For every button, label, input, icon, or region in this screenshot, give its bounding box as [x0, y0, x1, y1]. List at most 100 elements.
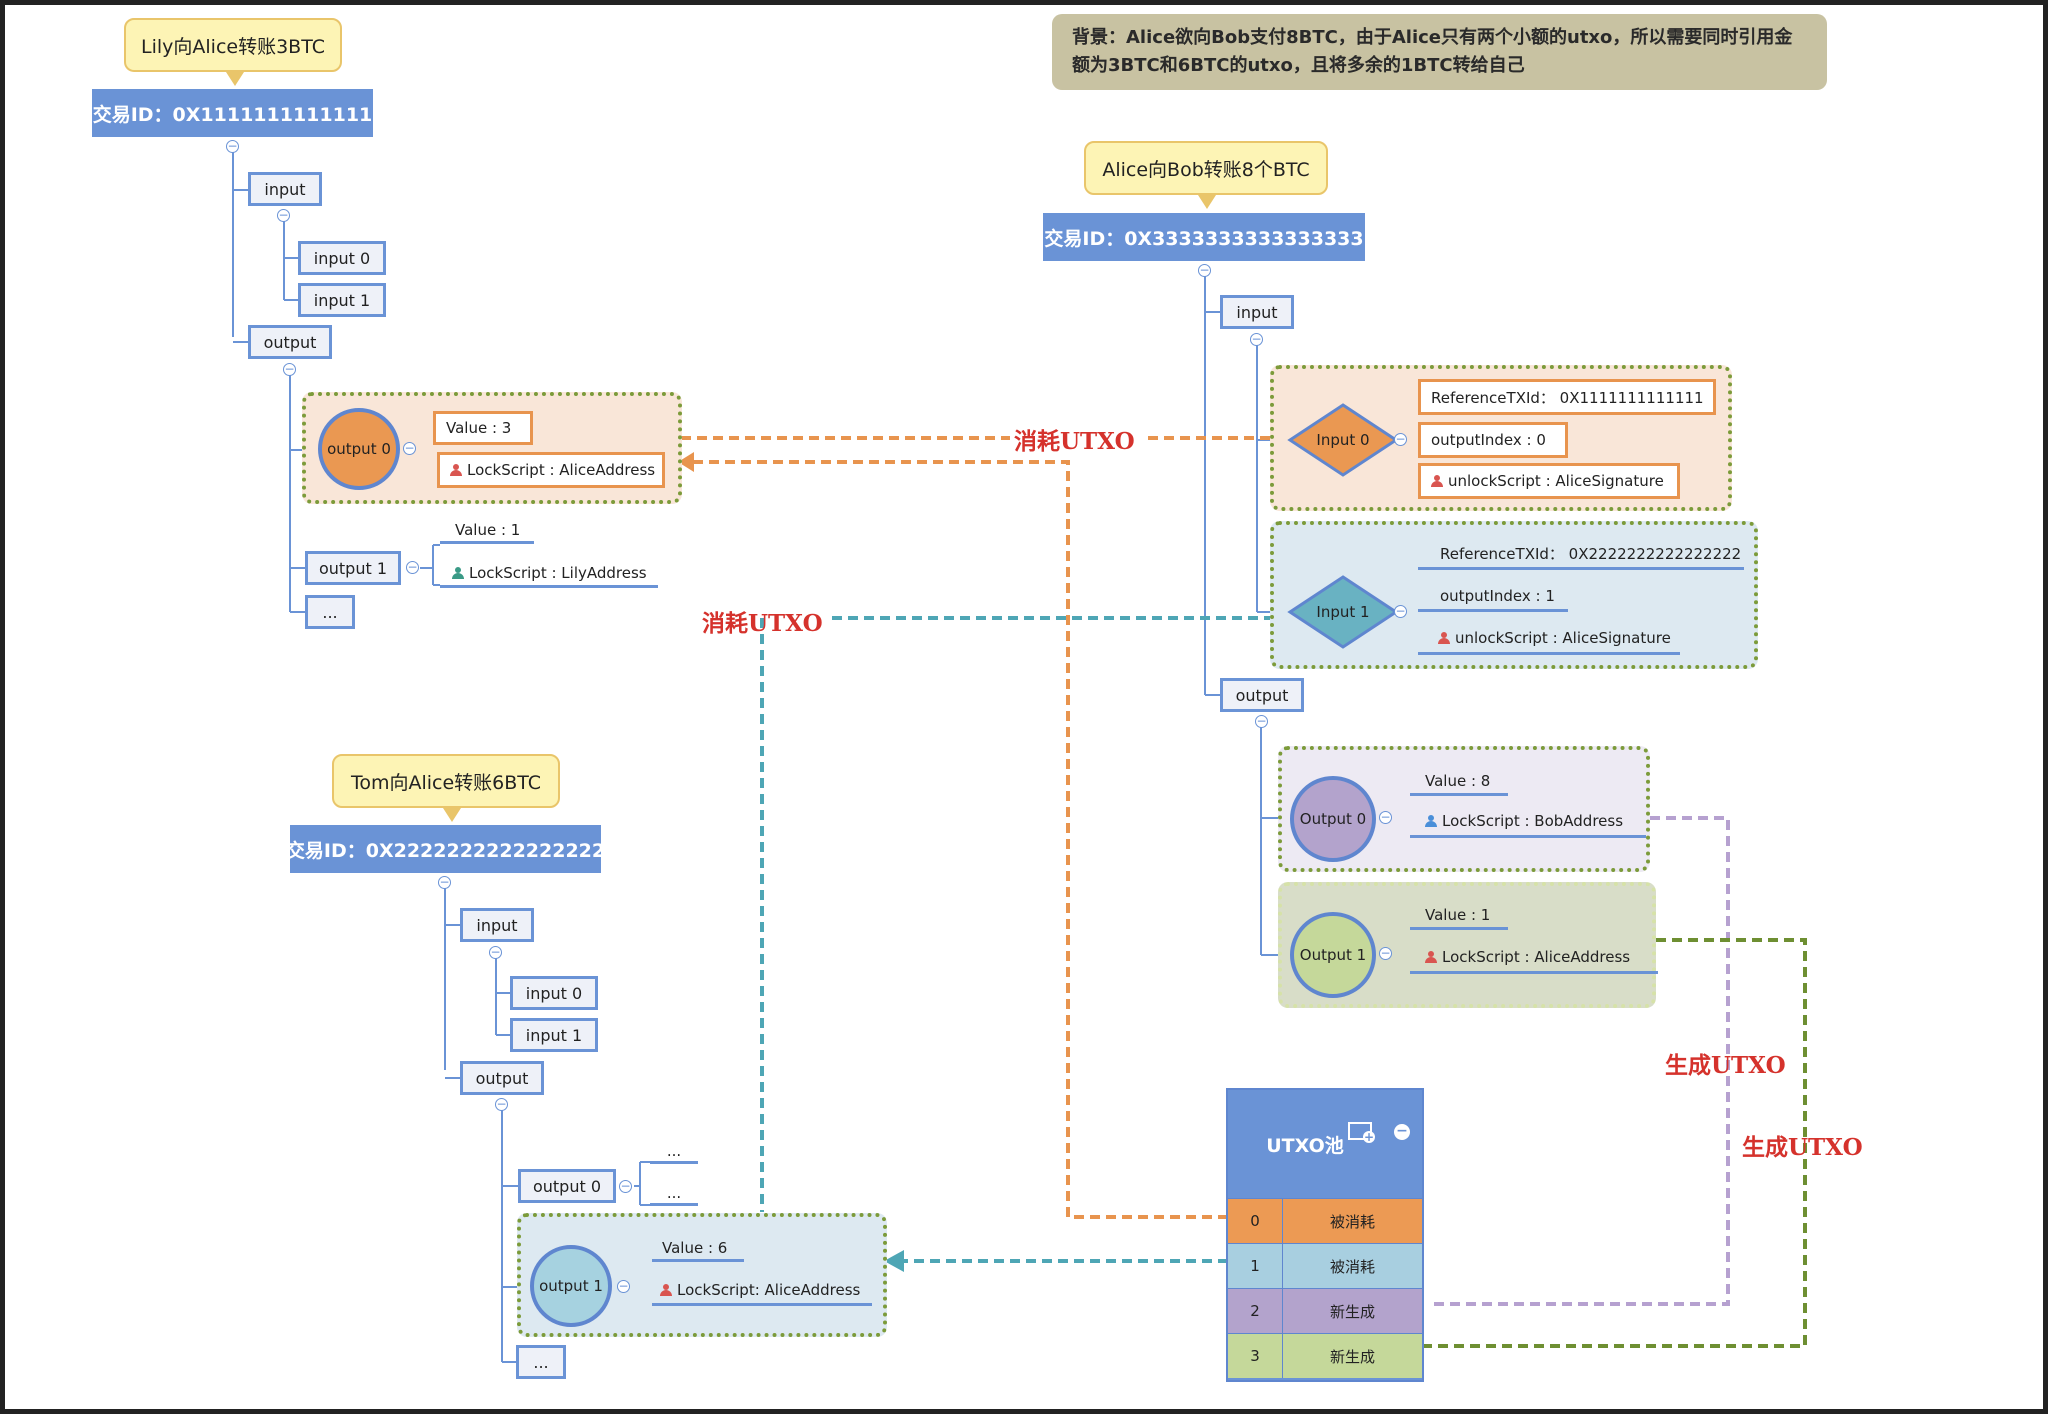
- utxo-row-status: 新生成: [1329, 1347, 1375, 1366]
- utxo-pool-row[interactable]: 2 新生成: [1228, 1288, 1422, 1333]
- utxo-row-index: 2: [1228, 1289, 1283, 1333]
- tx1-input-node[interactable]: input: [248, 172, 322, 206]
- tx3-input1-label: Input 1: [1316, 603, 1370, 621]
- user-icon: [660, 1283, 672, 1296]
- tx3-id: 交易ID：0X3333333333333333: [1043, 213, 1365, 261]
- tx3-output0-circle[interactable]: Output 0: [1290, 776, 1376, 862]
- utxo-row-index: 0: [1228, 1199, 1283, 1243]
- tx3-output1-value: Value : 1: [1410, 902, 1508, 930]
- tx2-output1-circle[interactable]: output 1: [530, 1245, 612, 1327]
- utxo-pool-row[interactable]: 0 被消耗: [1228, 1198, 1422, 1243]
- collapse-icon[interactable]: −: [438, 875, 451, 889]
- collapse-icon[interactable]: −: [277, 208, 290, 222]
- tx1-callout: Lily向Alice转账3BTC: [124, 18, 342, 72]
- tx1-input1-node[interactable]: input 1: [298, 283, 386, 317]
- user-icon: [450, 464, 462, 476]
- background-note: 背景：Alice欲向Bob支付8BTC，由于Alice只有两个小额的utxo，所…: [1052, 14, 1827, 90]
- tx2-output-node[interactable]: output: [460, 1061, 544, 1095]
- tx1-id: 交易ID：0X1111111111111: [92, 89, 373, 137]
- collapse-icon[interactable]: −: [617, 1279, 630, 1293]
- tx3-input1-unlock: unlockScript : AliceSignature: [1418, 623, 1680, 655]
- utxo-row-index: 1: [1228, 1244, 1283, 1288]
- user-icon: [1425, 814, 1437, 827]
- tx3-output1-lock-text: LockScript : AliceAddress: [1442, 947, 1631, 966]
- utxo-pool-title: UTXO池: [1266, 1134, 1344, 1157]
- tx2-output0-sub1: ...: [650, 1140, 698, 1164]
- tx2-input1-node[interactable]: input 1: [510, 1018, 598, 1052]
- tx3-input0-unlock: unlockScript : AliceSignature: [1418, 463, 1680, 499]
- tx3-input1-diamond[interactable]: [1287, 574, 1399, 650]
- utxo-row-status: 被消耗: [1329, 1257, 1375, 1276]
- collapse-icon[interactable]: −: [1379, 946, 1392, 960]
- tx3-output0-lockscript: LockScript : BobAddress: [1410, 806, 1646, 838]
- tx3-input0-index: outputIndex : 0: [1418, 422, 1568, 458]
- collapse-icon[interactable]: −: [403, 441, 416, 455]
- tx2-output1-value: Value : 6: [652, 1236, 744, 1262]
- tx3-output1-lockscript: LockScript : AliceAddress: [1410, 942, 1658, 974]
- collapse-icon[interactable]: −: [1255, 714, 1268, 728]
- tx2-output1-lockscript: LockScript: AliceAddress: [652, 1276, 872, 1306]
- tx1-output1-lockscript: LockScript : LilyAddress: [440, 560, 658, 588]
- tx1-callout-tail: [226, 72, 244, 86]
- tx2-output0-node[interactable]: output 0: [518, 1169, 616, 1203]
- tx1-output1-lock-text: LockScript : LilyAddress: [469, 563, 647, 582]
- tx3-callout-tail: [1198, 195, 1216, 209]
- tx1-output-node[interactable]: output: [248, 325, 332, 359]
- collapse-icon[interactable]: −: [1394, 604, 1407, 618]
- tx3-input0-diamond[interactable]: [1287, 402, 1399, 478]
- tx2-output1-lock-text: LockScript: AliceAddress: [677, 1280, 861, 1299]
- tx1-output1-value: Value : 1: [440, 518, 534, 544]
- tx2-input0-node[interactable]: input 0: [510, 976, 598, 1010]
- consume-utxo-label-2: 消耗UTXO: [702, 610, 823, 637]
- user-icon: [452, 566, 464, 579]
- collapse-icon[interactable]: −: [1394, 432, 1407, 446]
- tx3-input0-label: Input 0: [1316, 431, 1370, 449]
- tx3-input1-index: outputIndex : 1: [1418, 582, 1568, 612]
- utxo-pool-table: UTXO池 + − 0 被消耗 1 被消耗 2 新生成 3 新生成: [1226, 1088, 1424, 1382]
- tx1-output0-lockscript: LockScript : AliceAddress: [437, 452, 665, 488]
- utxo-pool-row[interactable]: 3 新生成: [1228, 1333, 1422, 1378]
- tx3-callout: Alice向Bob转账8个BTC: [1084, 141, 1328, 195]
- utxo-pool-row[interactable]: 1 被消耗: [1228, 1243, 1422, 1288]
- collapse-icon[interactable]: −: [226, 139, 239, 153]
- tx3-output1-circle[interactable]: Output 1: [1290, 912, 1376, 998]
- tx2-input-node[interactable]: input: [460, 908, 534, 942]
- consume-utxo-label-1: 消耗UTXO: [1014, 428, 1135, 455]
- utxo-row-status: 被消耗: [1329, 1212, 1375, 1231]
- tx1-output0-lock-text: LockScript : AliceAddress: [467, 461, 656, 479]
- generate-utxo-label-1: 生成UTXO: [1665, 1052, 1786, 1079]
- collapse-icon[interactable]: −: [619, 1179, 632, 1193]
- collapse-icon[interactable]: −: [1379, 810, 1392, 824]
- tx3-input1-ref: ReferenceTXId： 0X2222222222222222: [1418, 540, 1744, 570]
- tx1-more-node[interactable]: ...: [305, 595, 355, 629]
- tx1-output1-node[interactable]: output 1: [305, 551, 401, 585]
- tx3-output0-lock-text: LockScript : BobAddress: [1442, 811, 1624, 830]
- utxo-row-status: 新生成: [1329, 1302, 1375, 1321]
- tx2-more-node[interactable]: ...: [516, 1345, 566, 1379]
- utxo-row-index: 3: [1228, 1334, 1283, 1378]
- collapse-icon[interactable]: −: [283, 362, 296, 376]
- tx3-input1-unlock-text: unlockScript : AliceSignature: [1455, 628, 1671, 647]
- generate-utxo-label-2: 生成UTXO: [1742, 1134, 1863, 1161]
- add-table-icon[interactable]: +: [1348, 1122, 1375, 1143]
- collapse-icon[interactable]: −: [489, 945, 502, 959]
- collapse-icon[interactable]: −: [495, 1097, 508, 1111]
- tx3-input-node[interactable]: input: [1220, 295, 1294, 329]
- user-icon: [1431, 475, 1443, 487]
- tx3-output-node[interactable]: output: [1220, 678, 1304, 712]
- tx2-id: 交易ID：0X2222222222222222: [286, 825, 605, 873]
- collapse-icon[interactable]: −: [1250, 332, 1263, 346]
- tx1-input0-node[interactable]: input 0: [298, 241, 386, 275]
- tx3-input0-unlock-text: unlockScript : AliceSignature: [1448, 472, 1664, 490]
- collapse-icon[interactable]: −: [1198, 263, 1211, 277]
- utxo-pool-header: UTXO池 + −: [1228, 1090, 1422, 1198]
- utxo-pool-rows: 0 被消耗 1 被消耗 2 新生成 3 新生成: [1228, 1198, 1422, 1378]
- tx1-output0-circle[interactable]: output 0: [318, 408, 400, 490]
- tx2-callout: Tom向Alice转账6BTC: [332, 754, 560, 808]
- collapse-icon[interactable]: −: [406, 560, 419, 574]
- tx2-output0-sub2: ...: [650, 1182, 698, 1206]
- collapse-icon[interactable]: −: [1394, 1124, 1410, 1140]
- tx3-input0-ref: ReferenceTXId： 0X1111111111111: [1418, 379, 1716, 415]
